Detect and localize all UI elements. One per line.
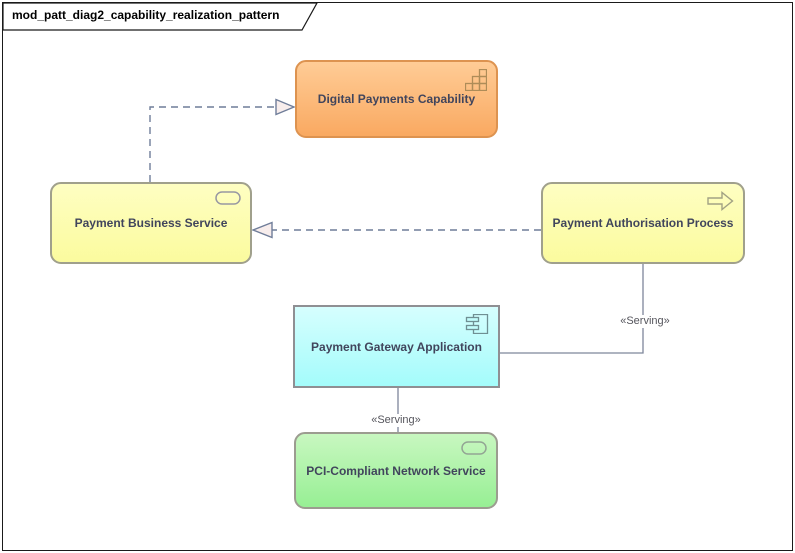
hollow-triangle-arrowhead: [275, 98, 296, 116]
node-label: PCI-Compliant Network Service: [306, 463, 486, 478]
connector-serving-app-to-process[interactable]: [500, 264, 644, 354]
node-label: Payment Business Service: [74, 216, 228, 230]
node-label: Payment Authorisation Process: [552, 216, 734, 230]
node-payment-gateway-application[interactable]: Payment Gateway Application: [293, 305, 500, 388]
node-payment-authorisation-process[interactable]: Payment Authorisation Process: [541, 182, 745, 264]
node-label: Payment Gateway Application: [311, 339, 482, 354]
serving-label-app-to-process: «Serving»: [597, 315, 693, 328]
service-icon: [215, 191, 241, 205]
diagram-title: mod_patt_diag2_capability_realization_pa…: [12, 8, 280, 22]
capability-icon: [464, 68, 488, 92]
node-pci-compliant-network-service[interactable]: PCI-Compliant Network Service: [294, 432, 498, 509]
process-arrow-icon: [707, 191, 734, 211]
connector-realization-service-to-capability[interactable]: [149, 98, 296, 183]
connector-realization-process-to-service[interactable]: [251, 221, 541, 239]
hollow-triangle-arrowhead: [251, 221, 273, 239]
diagram-title-tab: [3, 3, 318, 31]
node-payment-business-service[interactable]: Payment Business Service: [50, 182, 252, 264]
serving-label-network-to-app: «Serving»: [348, 414, 444, 427]
component-icon: [465, 313, 489, 335]
service-icon: [461, 441, 487, 455]
node-digital-payments-capability[interactable]: Digital Payments Capability: [295, 60, 498, 138]
connector-layer: [3, 3, 644, 432]
node-label: Digital Payments Capability: [317, 92, 476, 106]
